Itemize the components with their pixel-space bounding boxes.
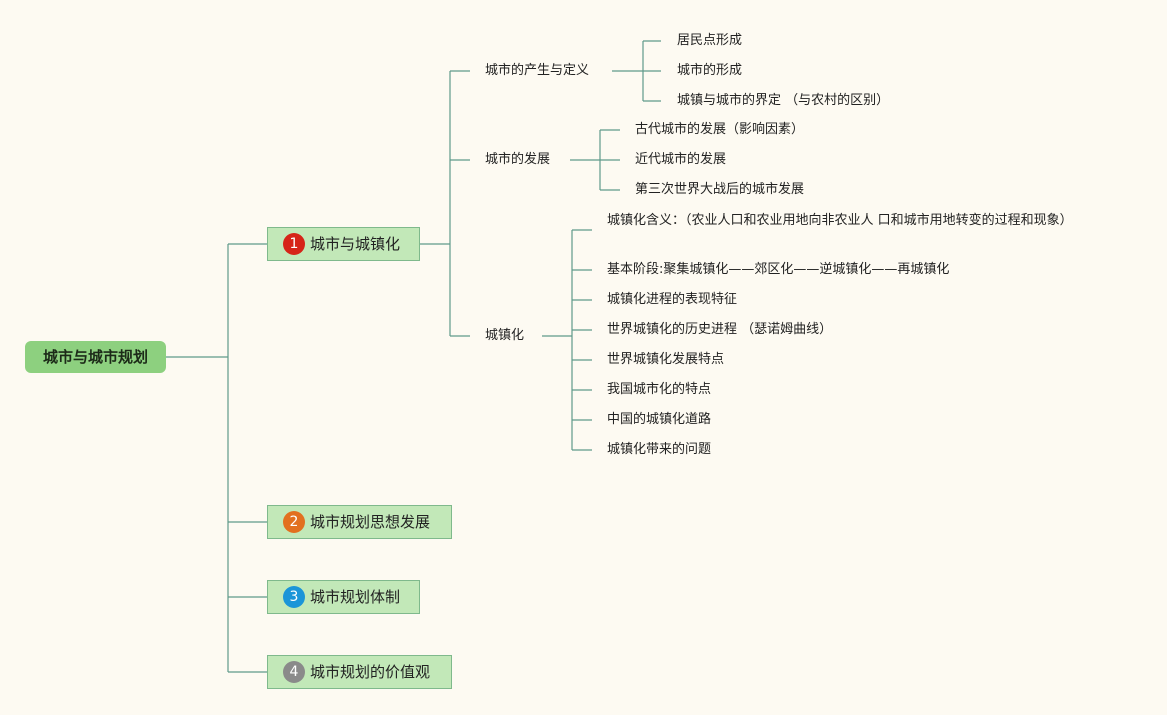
branch-label: 城市规划体制 <box>310 588 401 606</box>
number-badge-2: 2 <box>283 511 305 533</box>
leaf-item[interactable]: 城市的形成 <box>677 63 743 78</box>
leaf-item[interactable]: 我国城市化的特点 <box>607 382 712 397</box>
branch-label: 城市规划思想发展 <box>310 513 431 531</box>
leaf-item[interactable]: 世界城镇化的历史进程 （瑟诺姆曲线） <box>607 322 833 337</box>
subtopic-origin-definition[interactable]: 城市的产生与定义 <box>485 63 590 78</box>
number-badge-3: 3 <box>283 586 305 608</box>
leaf-item[interactable]: 城镇与城市的界定 （与农村的区别） <box>677 93 890 108</box>
leaf-item[interactable]: 城镇化含义：（农业人口和农业用地向非农业人 口和城市用地转变的过程和现象） <box>607 213 1073 228</box>
leaf-item[interactable]: 古代城市的发展（影响因素） <box>635 122 805 137</box>
branch-label: 城市规划的价值观 <box>310 663 431 681</box>
root-topic[interactable]: 城市与城市规划 <box>25 341 166 373</box>
branch-urbanization[interactable]: 1 城市与城镇化 <box>267 227 420 261</box>
number-badge-4: 4 <box>283 661 305 683</box>
number-badge-1: 1 <box>283 233 305 255</box>
leaf-item[interactable]: 第三次世界大战后的城市发展 <box>635 182 805 197</box>
branch-planning-thought[interactable]: 2 城市规划思想发展 <box>267 505 452 539</box>
subtopic-city-development[interactable]: 城市的发展 <box>485 152 551 167</box>
leaf-item[interactable]: 基本阶段:聚集城镇化——郊区化——逆城镇化——再城镇化 <box>607 262 950 277</box>
leaf-item[interactable]: 居民点形成 <box>677 33 743 48</box>
branch-planning-system[interactable]: 3 城市规划体制 <box>267 580 420 614</box>
leaf-item[interactable]: 城镇化带来的问题 <box>607 442 712 457</box>
leaf-item[interactable]: 中国的城镇化道路 <box>607 412 712 427</box>
branch-label: 城市与城镇化 <box>310 235 401 253</box>
leaf-item[interactable]: 近代城市的发展 <box>635 152 727 167</box>
subtopic-urbanization[interactable]: 城镇化 <box>485 328 525 343</box>
branch-planning-values[interactable]: 4 城市规划的价值观 <box>267 655 452 689</box>
leaf-item[interactable]: 世界城镇化发展特点 <box>607 352 725 367</box>
leaf-item[interactable]: 城镇化进程的表现特征 <box>607 292 738 307</box>
